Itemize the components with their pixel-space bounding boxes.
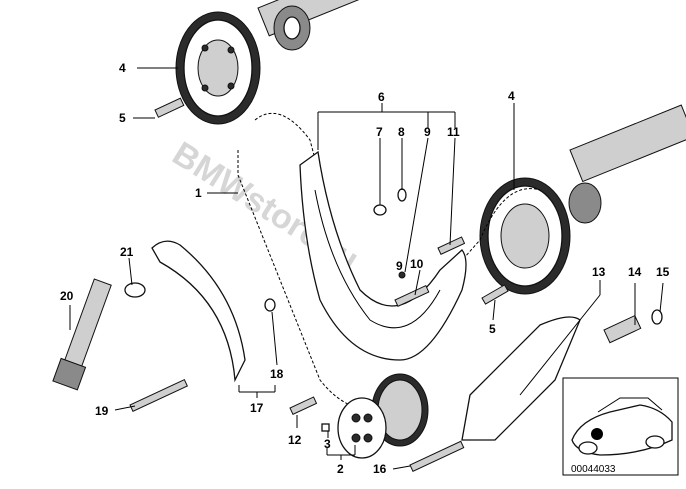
callout-6: 6 xyxy=(378,90,385,104)
guide-rail xyxy=(151,240,246,383)
engine-location-marker xyxy=(591,428,603,440)
part-14 xyxy=(603,314,642,344)
callout-9-top: 9 xyxy=(424,125,431,139)
upper-camshaft xyxy=(257,0,372,51)
callout-10: 10 xyxy=(410,257,424,271)
callout-13: 13 xyxy=(592,265,606,279)
woodruff-key xyxy=(321,423,330,432)
callout-5-upper: 5 xyxy=(119,111,126,125)
callout-20: 20 xyxy=(60,289,74,303)
tensioner-rail xyxy=(299,150,467,361)
diagram-code: 00044033 xyxy=(571,464,616,475)
car-locator-inset: 00044033 xyxy=(562,377,679,476)
callout-3: 3 xyxy=(324,437,331,451)
callout-18: 18 xyxy=(270,367,284,381)
callout-2: 2 xyxy=(337,462,344,476)
callout-4-upper: 4 xyxy=(119,61,126,75)
callout-8: 8 xyxy=(398,125,405,139)
callout-12: 12 xyxy=(288,433,302,447)
bolt-10 xyxy=(394,284,430,308)
callout-7: 7 xyxy=(376,125,383,139)
leader-lines xyxy=(69,67,664,470)
washer-7 xyxy=(373,204,387,216)
callouts: 4 5 1 6 7 8 9 11 10 4 5 13 14 15 21 20 1… xyxy=(60,61,670,476)
callout-14: 14 xyxy=(628,265,642,279)
crankshaft-sprocket xyxy=(337,373,429,459)
callout-21: 21 xyxy=(120,245,134,259)
callout-9-lower: 9 xyxy=(396,259,403,273)
bolt-16 xyxy=(409,440,465,473)
callout-16: 16 xyxy=(373,462,387,476)
callout-1: 1 xyxy=(195,186,202,200)
o-ring-21 xyxy=(124,282,146,298)
bolt-5-upper xyxy=(154,97,185,118)
callout-15: 15 xyxy=(656,265,670,279)
bolt-5-right xyxy=(481,284,509,305)
pin-9 xyxy=(398,271,406,279)
callout-19: 19 xyxy=(95,404,109,418)
slide-rail xyxy=(461,316,581,441)
seal-8 xyxy=(397,188,407,202)
callout-11: 11 xyxy=(447,125,460,139)
seal-15 xyxy=(651,309,663,325)
upper-camshaft-sprocket xyxy=(175,11,261,125)
seal-18 xyxy=(264,298,276,312)
right-camshaft xyxy=(568,104,686,224)
callout-4-right: 4 xyxy=(508,89,515,103)
bolt-12 xyxy=(289,396,318,416)
callout-17: 17 xyxy=(250,401,264,415)
callout-5-right: 5 xyxy=(489,322,496,336)
bolt-19 xyxy=(129,378,189,413)
chain-tensioner xyxy=(52,278,112,391)
right-camshaft-sprocket xyxy=(479,177,571,295)
